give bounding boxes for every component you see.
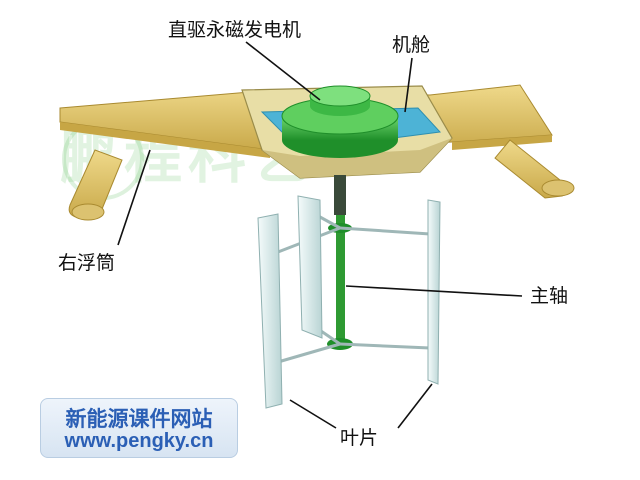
right-float-label: 右浮筒 bbox=[58, 252, 116, 274]
site-badge: 新能源课件网站 www.pengky.cn bbox=[40, 398, 238, 458]
main-shaft-label: 主轴 bbox=[530, 285, 569, 307]
leader-lines bbox=[117, 41, 523, 429]
main-shaft-body bbox=[327, 175, 353, 350]
nacelle-label: 机舱 bbox=[392, 34, 431, 56]
site-url: www.pengky.cn bbox=[64, 430, 214, 452]
blade-label: 叶片 bbox=[340, 427, 379, 449]
generator-label: 直驱永磁发电机 bbox=[168, 19, 302, 41]
site-name: 新能源课件网站 bbox=[65, 408, 213, 431]
left-float-tube bbox=[68, 149, 123, 221]
right-float-tube bbox=[494, 139, 575, 199]
blades bbox=[257, 195, 441, 409]
generator-disk bbox=[281, 85, 399, 158]
